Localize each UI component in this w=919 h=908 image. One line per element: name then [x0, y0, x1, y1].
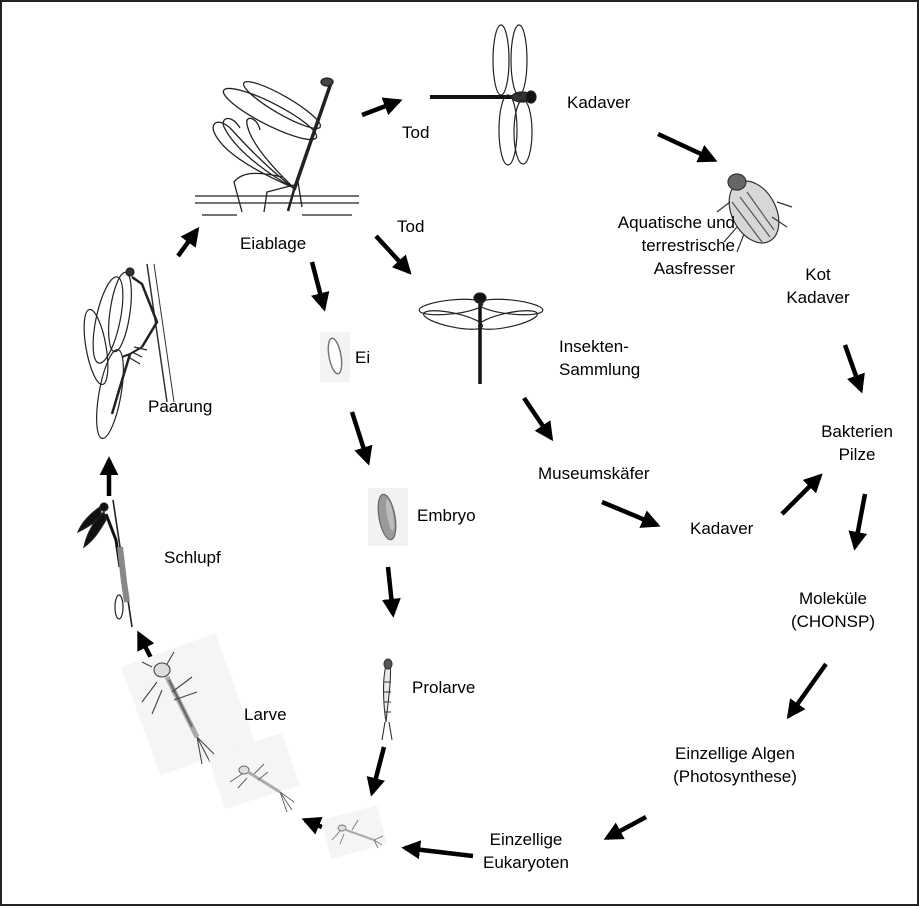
label-sammlung-line1: Insekten- — [559, 337, 629, 356]
label-pilze: Pilze — [839, 445, 876, 464]
label-einzellige: Einzellige — [490, 830, 563, 849]
label-kot: Kot — [805, 265, 831, 284]
arrow-sammlung-to-museum — [524, 398, 551, 438]
label-kot-kadaver: Kadaver — [786, 288, 850, 307]
arrow-kadaver-to-beetle — [658, 134, 714, 160]
arrow-molekuele-to-algen — [789, 664, 826, 716]
label-schlupf: Schlupf — [164, 548, 221, 567]
arrow-bakterien-to-molekuele — [855, 494, 865, 547]
label-photosynthese: (Photosynthese) — [673, 767, 797, 786]
label-museumskaefer: Museumskäfer — [538, 464, 650, 483]
label-prolarve: Prolarve — [412, 678, 475, 697]
label-tod-mid: Tod — [397, 217, 424, 236]
label-sammlung-line2: Sammlung — [559, 360, 640, 379]
arrow-museum-to-kadaver — [602, 502, 657, 525]
label-chonsp: (CHONSP) — [791, 612, 875, 631]
emergence-icon — [78, 500, 132, 627]
hatchling-larva-icon — [321, 805, 387, 859]
prolarva-icon — [382, 659, 392, 740]
arrow-eiablage-to-ei — [312, 262, 324, 308]
arrow-kadaver-to-bakterien — [782, 476, 820, 514]
arrow-kot-to-bakterien — [845, 345, 861, 390]
arrow-algen-to-eukaryoten — [607, 817, 646, 838]
label-scavengers-line3: Aasfresser — [654, 259, 736, 278]
label-scavengers-line1: Aquatische und — [618, 213, 735, 232]
arrow-embryo-to-prolarve — [388, 567, 393, 614]
label-kadaver-mid: Kadaver — [690, 519, 754, 538]
label-eukaryoten: Eukaryoten — [483, 853, 569, 872]
label-kadaver-top: Kadaver — [567, 93, 631, 112]
embryo-icon — [368, 488, 408, 546]
arrow-larva-to-eiablage — [178, 230, 197, 256]
label-tod-top: Tod — [402, 123, 429, 142]
label-eiablage: Eiablage — [240, 234, 306, 253]
label-molekuele: Moleküle — [799, 589, 867, 608]
label-algen: Einzellige Algen — [675, 744, 795, 763]
label-embryo: Embryo — [417, 506, 476, 525]
dragonfly-dead-icon — [430, 25, 536, 165]
label-ei: Ei — [355, 348, 370, 367]
damselfly-oviposition-icon — [195, 75, 359, 215]
label-paarung: Paarung — [148, 397, 212, 416]
arrow-eiablage-to-tod-mid — [376, 236, 409, 272]
arrow-eiablage-to-tod — [362, 101, 399, 115]
arrow-eukaryoten-to-hatchling — [405, 848, 473, 856]
label-larve: Larve — [244, 705, 287, 724]
egg-icon — [320, 332, 350, 382]
label-bakterien: Bakterien — [821, 422, 893, 441]
arrow-hatchling-to-small — [305, 820, 322, 827]
dragonfly-pinned-icon — [418, 293, 543, 384]
arrow-prolarve-to-hatchling — [372, 747, 384, 793]
arrow-ei-to-embryo — [352, 412, 368, 462]
label-scavengers-line2: terrestrische — [641, 236, 735, 255]
